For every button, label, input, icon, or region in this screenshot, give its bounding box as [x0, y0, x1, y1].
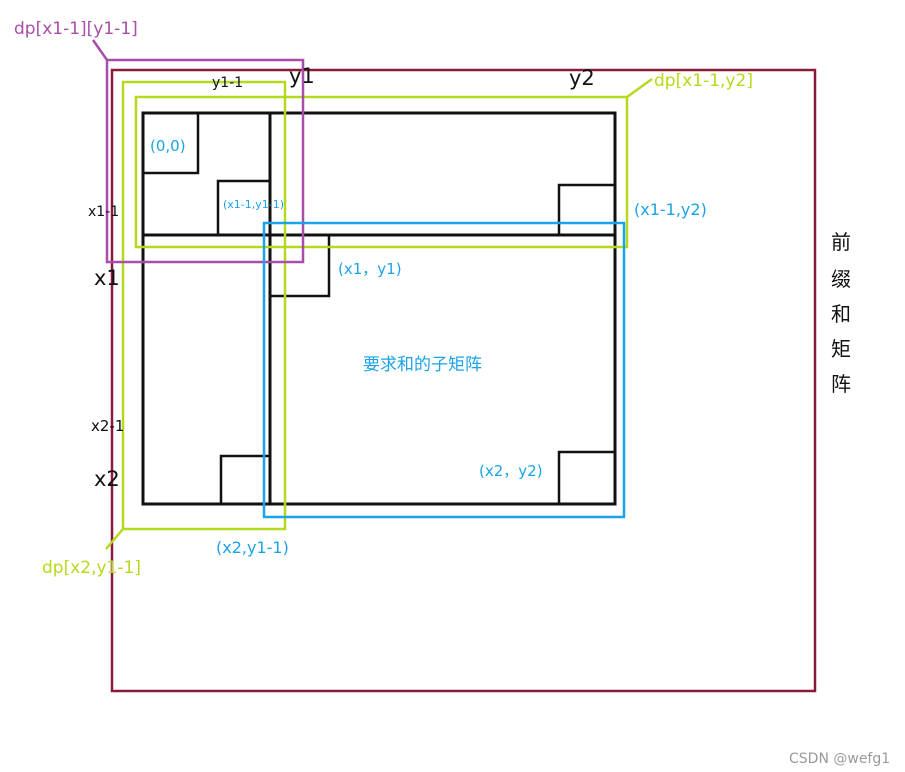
label-submatrix: 要求和的子矩阵 [363, 355, 482, 375]
region-dp-x1m1-y1m1 [105, 58, 305, 264]
label-prefix-sum-vertical: 前 缀 和 矩 阵 [831, 230, 851, 396]
cell-x2-y2-box [557, 450, 617, 506]
label-origin: (0,0) [150, 137, 186, 155]
region-submatrix [262, 221, 626, 519]
label-x2: x2 [94, 467, 120, 491]
cell-x1m1-y2-box [557, 183, 617, 237]
region-dp-x2-y1m1 [121, 80, 287, 531]
region-dp-x1m1-y2 [134, 95, 629, 249]
label-dp-x2-y1m1: dp[x2,y1-1] [42, 558, 141, 578]
label-cell-x2-y2: (x2，y2) [479, 462, 543, 480]
label-cell-x1m1-y1m1: (x1-1,y1-1) [223, 198, 284, 211]
prefix-sum-char: 缀 [831, 267, 851, 291]
label-y1: y1 [289, 64, 315, 88]
pointer-dp-x1m1-y1m1 [91, 39, 109, 61]
label-x2m1: x2-1 [91, 417, 124, 435]
label-dp-x1m1-y1m1: dp[x1-1][y1-1] [14, 19, 138, 39]
prefix-sum-char: 和 [831, 302, 851, 326]
pointer-dp-x1m1-y2 [626, 77, 653, 99]
label-cell-x2-y1m1: (x2,y1-1) [216, 538, 289, 557]
outer-frame [110, 68, 817, 693]
label-y1m1: y1-1 [212, 75, 243, 91]
pointer-dp-x2-y1m1 [105, 528, 124, 550]
label-y2: y2 [569, 66, 595, 90]
label-x1: x1 [94, 266, 120, 290]
cell-x2-y1m1-box [219, 454, 272, 506]
watermark: CSDN @wefg1 [789, 751, 890, 767]
label-x1m1: x1-1 [88, 204, 119, 220]
cell-x1m1-y1m1-box [216, 179, 272, 237]
cell-x1-y1-box [268, 233, 331, 298]
label-cell-x1m1-y2: (x1-1,y2) [634, 200, 707, 219]
cell-origin-box [141, 111, 200, 175]
label-cell-x1-y1: (x1，y1) [338, 260, 402, 278]
prefix-sum-char: 前 [831, 230, 851, 254]
matrix-border [141, 111, 617, 506]
prefix-sum-char: 矩 [831, 337, 851, 361]
prefix-sum-char: 阵 [831, 372, 851, 396]
label-dp-x1m1-y2: dp[x1-1,y2] [654, 71, 753, 91]
